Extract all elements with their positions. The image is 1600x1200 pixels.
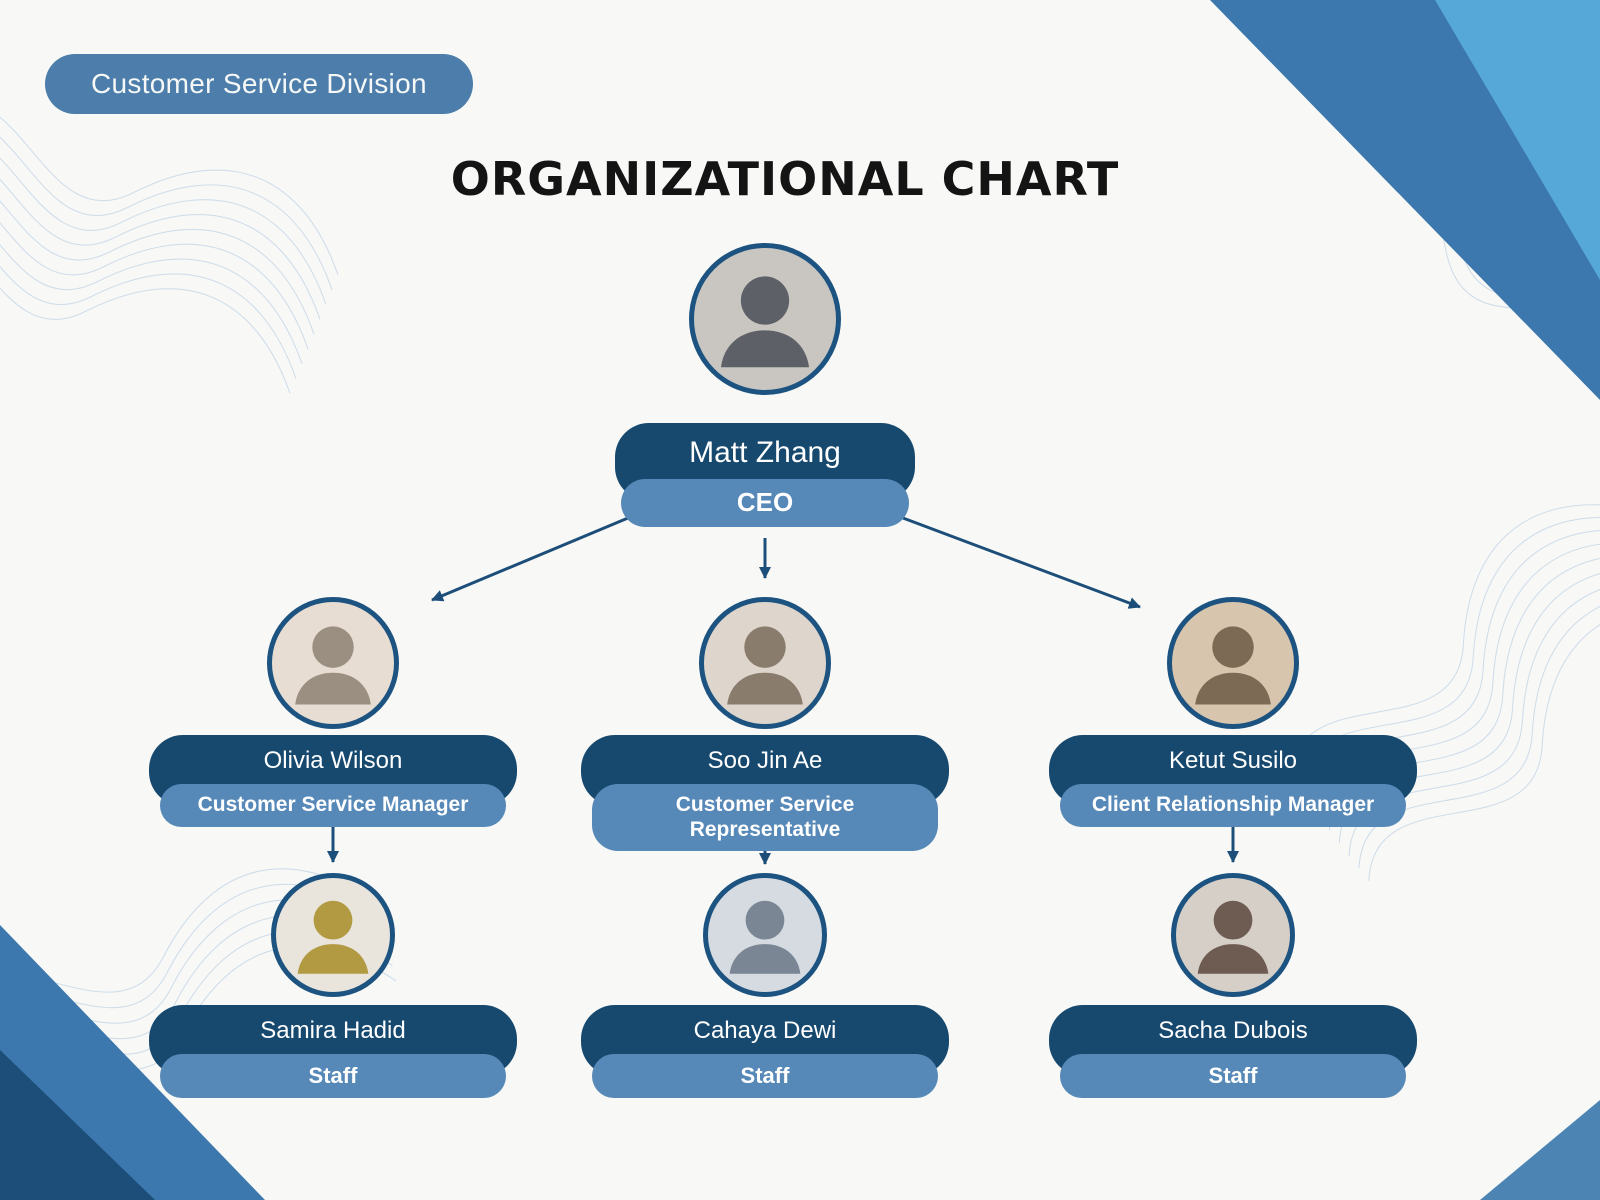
person-silhouette-icon: [295, 626, 371, 705]
person-silhouette-icon: [729, 900, 801, 974]
person-silhouette-icon: [1197, 900, 1269, 974]
manager-photo-olivia-wilson: [267, 597, 399, 729]
manager-photo-soo-jin-ae: [699, 597, 831, 729]
staff-photo-cahaya-dewi: [703, 873, 827, 997]
staff-role: Staff: [592, 1054, 938, 1098]
staff-card: Samira Hadid Staff: [149, 1005, 517, 1098]
manager-card: Olivia Wilson Customer Service Manager: [149, 735, 517, 827]
org-node-manager-olivia-wilson: Olivia Wilson Customer Service Manager: [149, 597, 517, 827]
division-badge: Customer Service Division: [45, 54, 473, 114]
staff-photo-samira-hadid: [271, 873, 395, 997]
org-node-manager-soo-jin-ae: Soo Jin Ae Customer Service Representati…: [581, 597, 949, 851]
manager-role: Customer Service Representative: [592, 784, 938, 851]
manager-role: Customer Service Manager: [160, 784, 506, 827]
ceo-role: CEO: [621, 479, 909, 527]
person-silhouette-icon: [1195, 626, 1271, 705]
ceo-photo: [689, 243, 841, 395]
page-title: ORGANIZATIONAL CHART: [450, 152, 1120, 206]
person-silhouette-icon: [727, 626, 803, 705]
person-silhouette-icon: [720, 276, 810, 368]
org-node-staff-samira-hadid: Samira Hadid Staff: [149, 873, 517, 1098]
staff-role: Staff: [1060, 1054, 1406, 1098]
decor-triangle-bottom-left-navy: [0, 1050, 155, 1200]
decor-triangle-bottom-right: [1480, 1100, 1600, 1200]
person-silhouette-icon: [297, 900, 369, 974]
manager-card: Soo Jin Ae Customer Service Representati…: [581, 735, 949, 851]
staff-card: Cahaya Dewi Staff: [581, 1005, 949, 1098]
division-badge-label: Customer Service Division: [91, 68, 427, 99]
staff-photo-sacha-dubois: [1171, 873, 1295, 997]
manager-role: Client Relationship Manager: [1060, 784, 1406, 827]
org-node-ceo: Matt Zhang CEO: [615, 243, 915, 527]
ceo-card: Matt Zhang CEO: [615, 423, 915, 527]
staff-role: Staff: [160, 1054, 506, 1098]
org-node-manager-ketut-susilo: Ketut Susilo Client Relationship Manager: [1049, 597, 1417, 827]
manager-photo-ketut-susilo: [1167, 597, 1299, 729]
org-node-staff-cahaya-dewi: Cahaya Dewi Staff: [581, 873, 949, 1098]
manager-card: Ketut Susilo Client Relationship Manager: [1049, 735, 1417, 827]
staff-card: Sacha Dubois Staff: [1049, 1005, 1417, 1098]
decor-triangle-top-right-light: [1435, 0, 1600, 280]
org-node-staff-sacha-dubois: Sacha Dubois Staff: [1049, 873, 1417, 1098]
